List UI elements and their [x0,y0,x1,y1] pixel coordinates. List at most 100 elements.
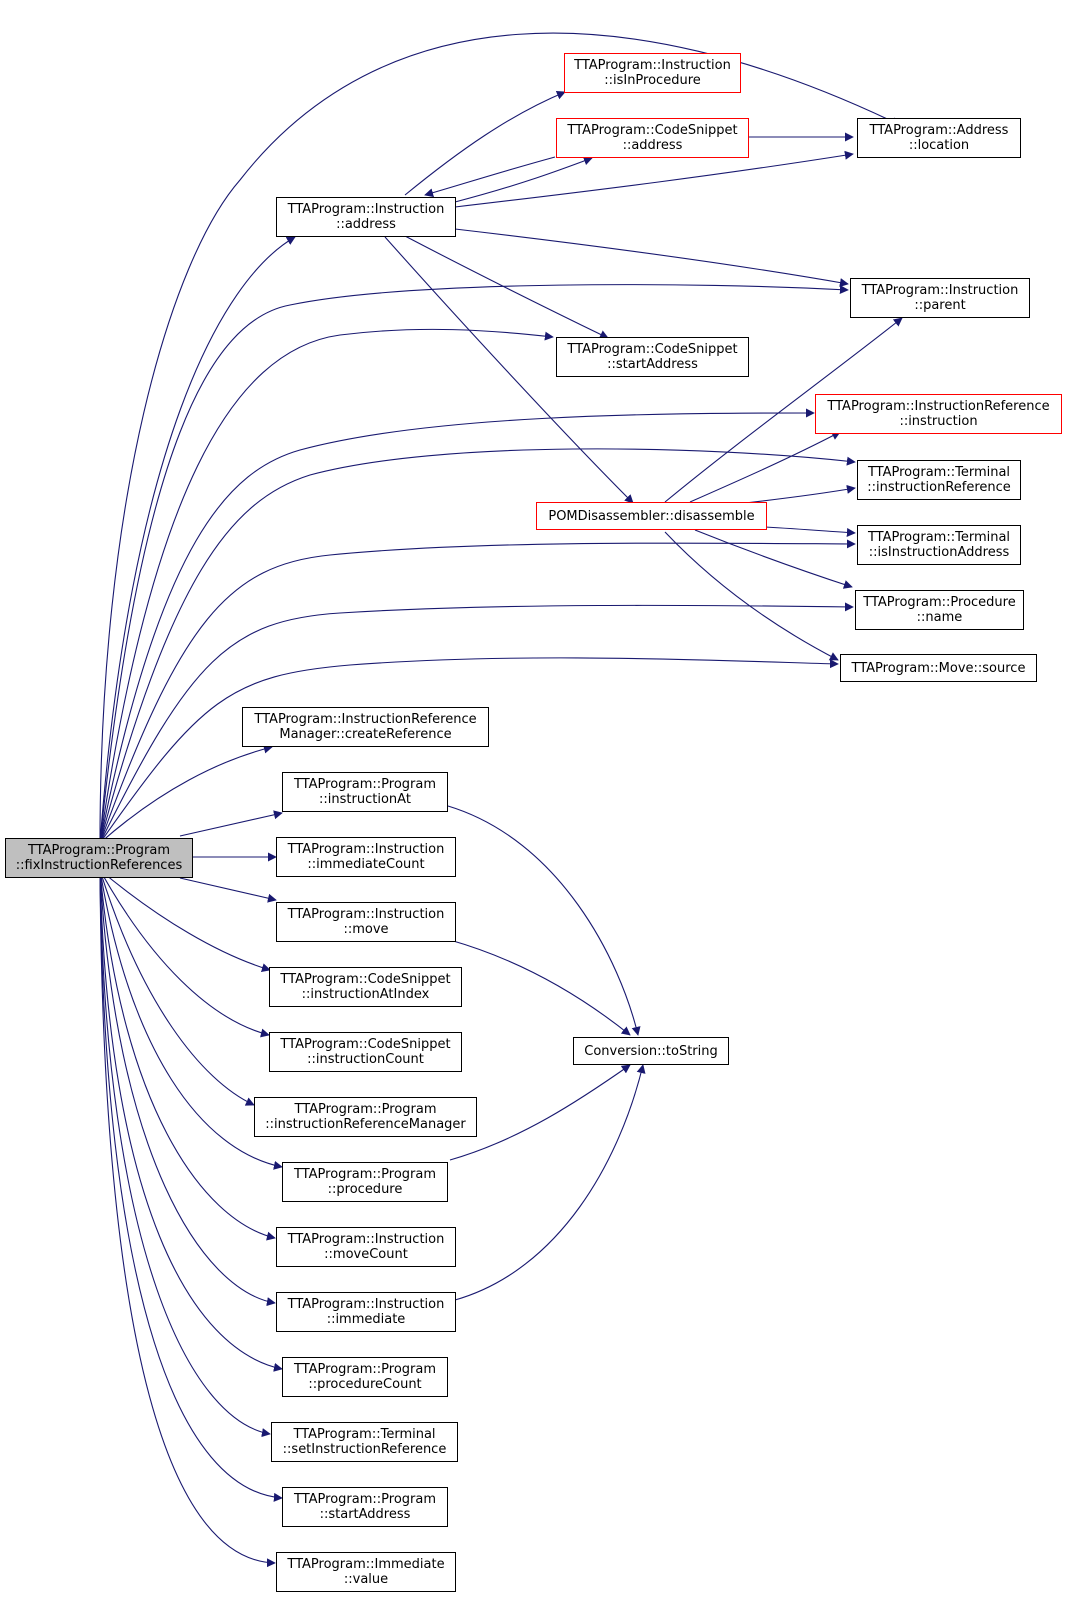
node-label-line-1: TTAProgram::InstructionReference [827,399,1050,414]
node-instr-isInProcedure[interactable]: TTAProgram::Instruction ::isInProcedure [564,53,741,93]
node-conversion-toString[interactable]: Conversion::toString [573,1037,729,1065]
node-label-line-2: ::instruction [899,414,978,429]
node-label-line-1: TTAProgram::Instruction [574,58,731,73]
node-label-line-2: ::address [336,217,396,232]
node-terminal-isInstructionAddress[interactable]: TTAProgram::Terminal ::isInstructionAddr… [857,525,1021,565]
node-label-line-1: TTAProgram::CodeSnippet [280,1037,451,1052]
node-address-location[interactable]: TTAProgram::Address ::location [857,118,1021,158]
edge-immediate-to-toString [454,1064,646,1301]
edge-address-to-instruction-parent [454,228,849,288]
edge-root-to-instruction-address [99,236,296,844]
node-instr-immediateCount[interactable]: TTAProgram::Instruction ::immediateCount [276,837,456,877]
node-label-line-1: TTAProgram::CodeSnippet [567,342,738,357]
edge-root-to-address-location [99,32,901,844]
node-program-instructionAt[interactable]: TTAProgram::Program ::instructionAt [282,772,448,812]
node-label-line-2: ::instructionReference [867,480,1011,495]
edge-root-to-instruction-move [179,877,277,903]
node-program-irm[interactable]: TTAProgram::Program ::instructionReferen… [254,1097,477,1137]
node-label-line-1: TTAProgram::Terminal [867,465,1011,480]
edge-root-to-program-instructionAt [179,810,283,837]
node-label-line-2: ::immediateCount [307,857,425,872]
edge-root-to-program-procedureCount [99,869,283,1372]
edge-address-to-snippet-startAddress [404,235,609,339]
edge-snippet-address-to-instruction-address [424,156,556,198]
node-label-line-2: ::instructionAt [319,792,411,807]
node-snippet-instructionAtIndex[interactable]: TTAProgram::CodeSnippet ::instructionAtI… [269,967,462,1007]
edge-pom-to-instrref-instruction [689,431,841,503]
node-label-line-2: ::instructionCount [307,1052,424,1067]
node-label-line-2: ::startAddress [319,1507,411,1522]
node-program-procedure[interactable]: TTAProgram::Program ::procedure [282,1162,448,1202]
node-label-line-1: TTAProgram::CodeSnippet [280,972,451,987]
edge-root-to-terminal-instructionReference [99,448,856,844]
edge-root-to-terminal-setInstructionReference [99,869,271,1438]
node-label-line-2: ::parent [914,298,966,313]
edge-pom-to-terminal-instructionReference [744,484,856,504]
edge-procedure-to-toString [449,1064,631,1161]
node-label-line-1: TTAProgram::InstructionReference [254,712,477,727]
node-label-line-1: TTAProgram::Terminal [867,530,1011,545]
node-label-line-2: ::startAddress [607,357,698,372]
node-label-line-2: ::instructionReferenceManager [265,1117,466,1132]
node-terminal-setInstructionReference[interactable]: TTAProgram::Terminal ::setInstructionRef… [271,1422,458,1462]
edge-root-to-procedure-name [99,602,854,844]
node-label-line-2: ::name [916,610,963,625]
edge-address-to-snippet-address [454,156,593,203]
edge-root-to-snippet-instructionCount [99,869,270,1038]
node-instr-immediate[interactable]: TTAProgram::Instruction ::immediate [276,1292,456,1332]
node-label-line-2: ::immediate [326,1312,406,1327]
node-label-line-1: TTAProgram::Program [294,1362,436,1377]
edge-pom-to-procedure-name [694,529,853,589]
node-label-line-2: ::location [908,138,970,153]
edge-root-to-snippet-instructionAtIndex [99,869,271,972]
node-instr-parent[interactable]: TTAProgram::Instruction ::parent [850,278,1030,318]
node-label-line-1: Conversion::toString [584,1043,718,1059]
node-label-line-2: Manager::createReference [279,727,452,742]
edge-pom-to-instruction-parent [664,317,903,503]
edge-root-to-instruction-parent [99,284,849,844]
edge-instructionAt-to-toString [447,805,641,1036]
node-label-line-2: ::move [343,922,389,937]
node-label-line-1: TTAProgram::Program [294,777,436,792]
edge-root-to-instrref-instruction [99,408,815,844]
node-label-line-1: TTAProgram::Instruction [287,842,445,857]
node-label-line-1: TTAProgram::Program [294,1102,437,1117]
node-label-line-2: ::instructionAtIndex [301,987,430,1002]
node-label-line-1: TTAProgram::Program [28,843,170,858]
node-label-line-1: TTAProgram::Instruction [861,283,1019,298]
node-label-line-2: ::isInProcedure [604,73,701,88]
edge-address-to-pom-disassemble [384,236,634,504]
node-move-source[interactable]: TTAProgram::Move::source [840,654,1037,682]
node-label-line-2: ::isInstructionAddress [868,545,1010,560]
node-irm-createReference[interactable]: TTAProgram::InstructionReference Manager… [242,707,489,747]
node-label-line-2: ::procedure [327,1182,403,1197]
node-program-startAddress[interactable]: TTAProgram::Program ::startAddress [282,1487,448,1527]
node-label-line-2: ::fixInstructionReferences [15,858,183,873]
node-immediate-value[interactable]: TTAProgram::Immediate ::value [276,1552,456,1592]
node-instrref-instruction[interactable]: TTAProgram::InstructionReference ::instr… [815,394,1062,434]
node-label-line-2: ::address [622,138,683,153]
node-root[interactable]: TTAProgram::Program ::fixInstructionRefe… [5,838,193,878]
edge-root-to-terminal-isInstructionAddress [99,539,856,844]
edge-pom-to-terminal-isInstructionAddress [764,526,856,537]
node-instr-move[interactable]: TTAProgram::Instruction ::move [276,902,456,942]
node-label-line-1: TTAProgram::Terminal [293,1427,436,1442]
node-pom-disassemble[interactable]: POMDisassembler::disassemble [536,502,767,530]
node-label-line-2: ::setInstructionReference [282,1442,447,1457]
node-snippet-instructionCount[interactable]: TTAProgram::CodeSnippet ::instructionCou… [269,1032,462,1072]
node-instr-address[interactable]: TTAProgram::Instruction ::address [276,197,456,237]
edge-pom-to-move-source [664,531,839,661]
edge-address-to-address-location [454,150,854,208]
node-snippet-address[interactable]: TTAProgram::CodeSnippet ::address [556,118,749,158]
edge-root-to-irm-createReference [99,744,273,844]
node-snippet-startAddress[interactable]: TTAProgram::CodeSnippet ::startAddress [556,337,749,377]
node-instr-moveCount[interactable]: TTAProgram::Instruction ::moveCount [276,1227,456,1267]
edge-root-to-program-irm [99,869,255,1106]
node-procedure-name[interactable]: TTAProgram::Procedure ::name [855,590,1024,630]
edge-root-to-program-procedure [99,869,283,1170]
node-program-procedureCount[interactable]: TTAProgram::Program ::procedureCount [282,1357,448,1397]
node-terminal-instructionReference[interactable]: TTAProgram::Terminal ::instructionRefere… [857,460,1021,500]
node-label-line-1: TTAProgram::Instruction [287,1232,445,1247]
edge-move-to-toString [449,939,631,1036]
